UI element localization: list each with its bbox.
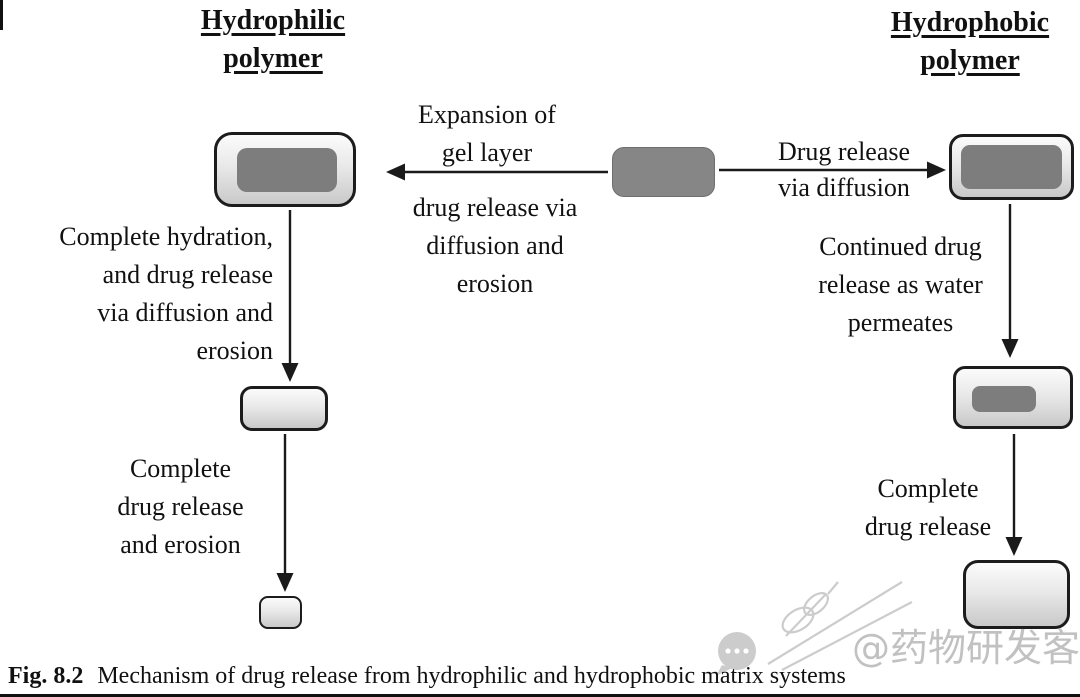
- label-release-diffusion-erosion: drug release via diffusion and erosion: [412, 193, 578, 298]
- tablet-hydrophobic-depleting: [953, 366, 1073, 429]
- page-bottom-border: [0, 694, 1080, 697]
- drug-core-hydrophobic-depleting: [972, 386, 1036, 412]
- tablet-hydrophobic-empty: [963, 560, 1070, 629]
- arrow-hydrophilic-step2-head: [276, 573, 294, 592]
- drug-core-hydrophobic-initial: [961, 145, 1062, 189]
- tablet-hydrophilic-eroded: [259, 596, 302, 629]
- figure-caption: Fig. 8.2 Mechanism of drug release from h…: [8, 661, 846, 691]
- heading-hydrophobic-polymer: Hydrophobic polymer: [890, 7, 1050, 76]
- drug-core-hydrophilic-initial: [237, 148, 337, 192]
- figure-number: Fig. 8.2: [8, 663, 84, 689]
- watermark-text: @药物研发客: [852, 626, 1080, 670]
- label-complete-hydration: Complete hydration, and drug release via…: [59, 222, 273, 365]
- figure-caption-text: Mechanism of drug release from hydrophil…: [97, 663, 846, 689]
- arrow-hydrophilic-step1-head: [281, 363, 299, 382]
- tablet-hydrophobic-initial: [949, 134, 1074, 200]
- page-left-tick: [0, 0, 3, 30]
- tablet-hydrophilic-initial: [214, 132, 356, 207]
- heading-hydrophilic-polymer: Hydrophilic polymer: [200, 5, 346, 74]
- label-complete-drug-release: Complete drug release: [864, 474, 992, 541]
- label-complete-release-erosion: Complete drug release and erosion: [117, 454, 244, 559]
- label-drug-release-via-diffusion: Drug release via diffusion: [777, 137, 911, 202]
- label-continued-drug-release: Continued drug release as water permeate…: [818, 232, 983, 337]
- label-expansion-gel-layer: Expansion of gel layer: [418, 100, 556, 167]
- tablet-hydrophilic-hydrated: [240, 386, 328, 431]
- tablet-center-initial: [612, 147, 715, 197]
